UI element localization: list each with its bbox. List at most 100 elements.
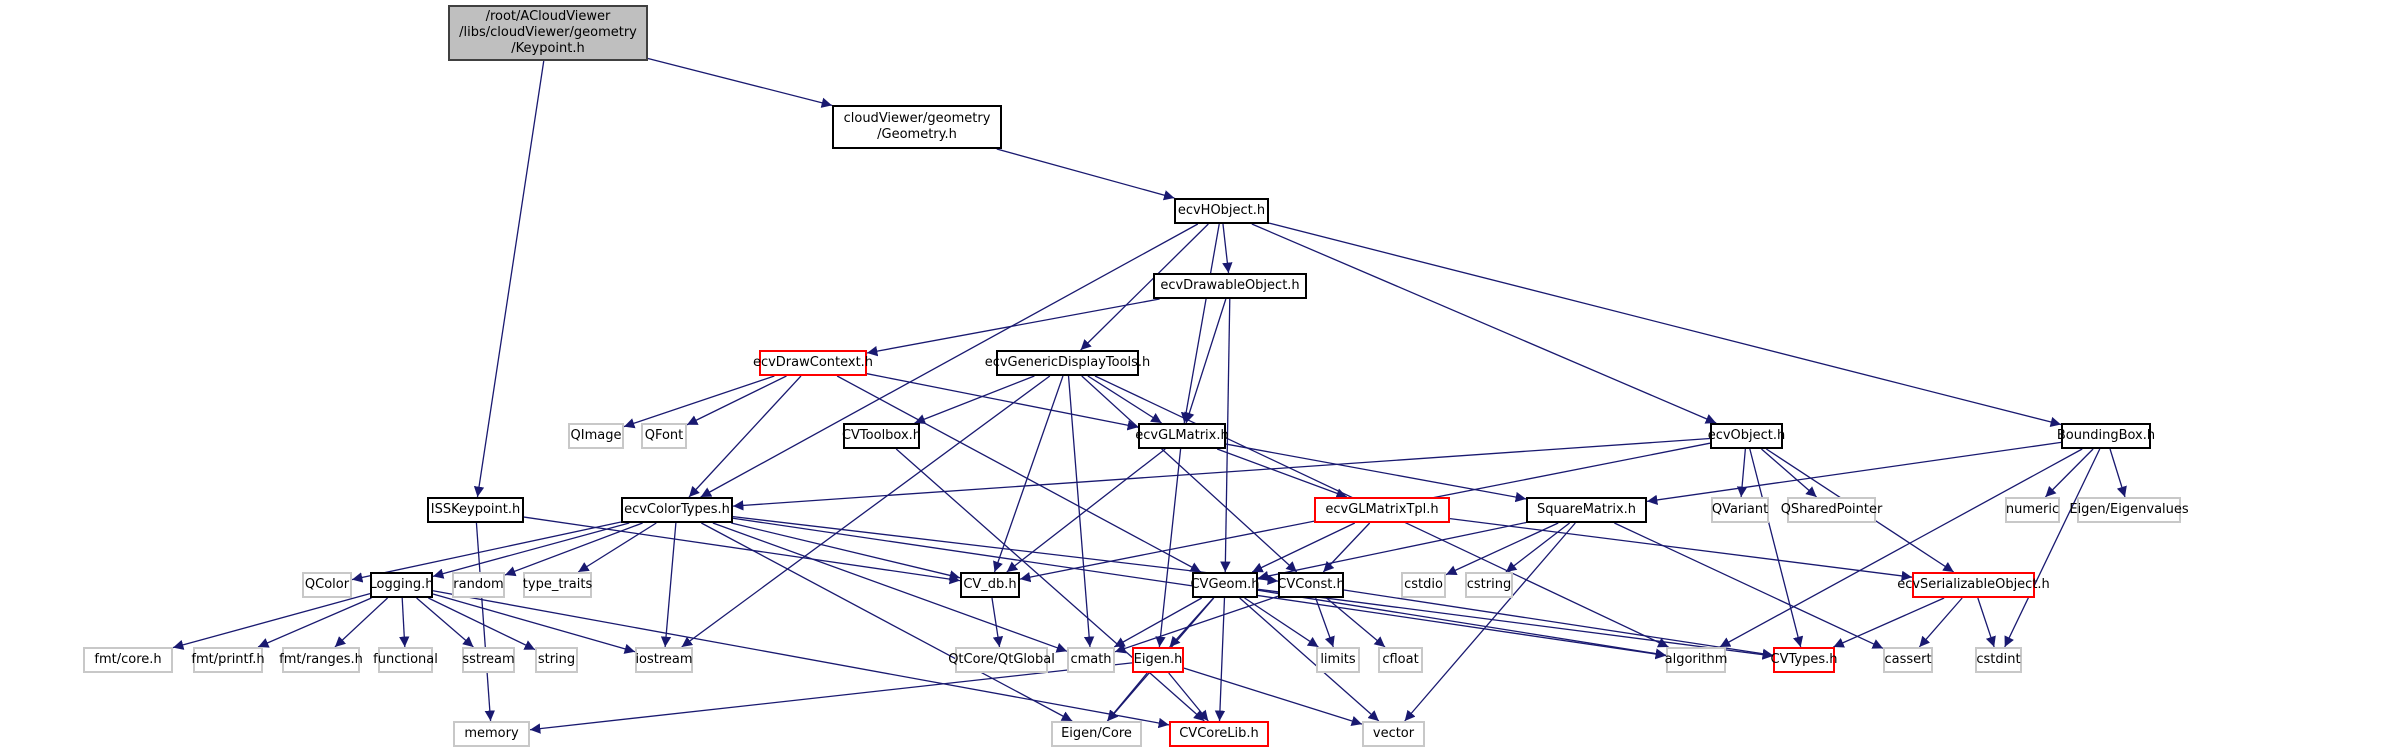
node-qfont[interactable]: QFont bbox=[641, 423, 687, 449]
edge-eigenh-to-cvcorelib bbox=[1168, 672, 1209, 722]
node-qtglobal[interactable]: QtCore/QtGlobal bbox=[948, 647, 1055, 673]
edge-logging-to-functional bbox=[399, 597, 410, 648]
node-fmtranges[interactable]: fmt/ranges.h bbox=[279, 647, 363, 673]
node-limits[interactable]: limits bbox=[1316, 647, 1360, 673]
node-ecvglmatrix[interactable]: ecvGLMatrix.h bbox=[1135, 423, 1229, 449]
edge-ecvhobject-to-ecvobject bbox=[1251, 223, 1717, 424]
node-ecvhobject[interactable]: ecvHObject.h bbox=[1174, 198, 1269, 224]
edge-boundingbox-to-eigenvalues bbox=[2109, 448, 2127, 498]
edge-cvconst-to-cmath bbox=[1114, 595, 1279, 654]
edge-squarematrix-to-vector bbox=[1404, 522, 1576, 722]
edge-cvgeom-to-cmath bbox=[1113, 597, 1203, 648]
edge-geometry-to-ecvhobject bbox=[996, 148, 1175, 201]
node-geometry[interactable]: cloudViewer/geometry /Geometry.h bbox=[832, 105, 1002, 149]
node-string[interactable]: string bbox=[535, 647, 578, 673]
edge-ecvhobject-to-ecvdrawable bbox=[1222, 223, 1233, 274]
node-typetraits[interactable]: type_traits bbox=[523, 572, 592, 598]
node-eigenh[interactable]: Eigen.h bbox=[1132, 647, 1184, 673]
edge-cvtoolbox-to-cvcorelib bbox=[895, 448, 1205, 722]
edge-ecvhobject-to-ecvgeneric bbox=[1080, 223, 1209, 351]
node-cvtypes[interactable]: CVTypes.h bbox=[1771, 647, 1838, 673]
node-memory[interactable]: memory bbox=[453, 721, 530, 747]
edge-logging-to-iostream bbox=[432, 593, 636, 654]
node-vector[interactable]: vector bbox=[1362, 721, 1425, 747]
edge-ecvdrawable-to-ecvglmatrix bbox=[1184, 298, 1227, 424]
node-cfloat[interactable]: cfloat bbox=[1378, 647, 1423, 673]
edge-squarematrix-to-cvgeom bbox=[1257, 521, 1527, 582]
node-qcolor[interactable]: QColor bbox=[302, 572, 352, 598]
node-eigencore[interactable]: Eigen/Core bbox=[1051, 721, 1142, 747]
edge-ecvdrawable-to-cvgeom bbox=[1220, 298, 1231, 573]
node-keypoint[interactable]: /root/ACloudViewer /libs/cloudViewer/geo… bbox=[448, 5, 648, 61]
node-cassert[interactable]: cassert bbox=[1883, 647, 1933, 673]
node-qsharedptr[interactable]: QSharedPointer bbox=[1781, 497, 1882, 523]
edge-ecvglmatrix-to-squarematrix bbox=[1225, 443, 1527, 503]
edge-boundingbox-to-numeric bbox=[2044, 448, 2094, 498]
node-cmath[interactable]: cmath bbox=[1067, 647, 1115, 673]
node-numeric[interactable]: numeric bbox=[2005, 497, 2060, 523]
node-ecvserial[interactable]: ecvSerializableObject.h bbox=[1897, 572, 2050, 598]
node-ecvglmatrixtpl[interactable]: ecvGLMatrixTpl.h bbox=[1314, 497, 1450, 523]
node-fmtcore[interactable]: fmt/core.h bbox=[83, 647, 173, 673]
edge-cvgeom-to-vector bbox=[1239, 597, 1380, 722]
edge-ecvcolortypes-to-iostream bbox=[660, 522, 677, 648]
edge-cvconst-to-cfloat bbox=[1326, 597, 1386, 648]
edge-ecvobject-to-cvtypes bbox=[1749, 448, 1804, 648]
node-eigenvalues[interactable]: Eigen/Eigenvalues bbox=[2069, 497, 2189, 523]
edge-ecvcolortypes-to-qcolor bbox=[351, 521, 622, 583]
node-cstdint[interactable]: cstdint bbox=[1975, 647, 2022, 673]
edge-ecvserial-to-cassert bbox=[1918, 597, 1963, 648]
edge-ecvhobject-to-ecvglmatrix bbox=[1180, 223, 1220, 424]
node-cvdb[interactable]: CV_db.h bbox=[960, 572, 1020, 598]
node-iostream[interactable]: iostream bbox=[635, 647, 693, 673]
node-ecvdrawable[interactable]: ecvDrawableObject.h bbox=[1153, 273, 1307, 299]
node-ecvdrawctx[interactable]: ecvDrawContext.h bbox=[753, 350, 873, 376]
edge-ecvgeneric-to-iostream bbox=[681, 375, 1051, 648]
edge-isskeypoint-to-memory bbox=[475, 522, 496, 722]
edge-eigenh-to-eigencore bbox=[1106, 672, 1148, 722]
edge-cvgeom-to-limits bbox=[1244, 597, 1319, 648]
node-qimage[interactable]: QImage bbox=[568, 423, 624, 449]
edge-squarematrix-to-cstring bbox=[1505, 522, 1570, 573]
edge-keypoint-to-isskeypoint bbox=[473, 60, 545, 498]
node-sstream[interactable]: sstream bbox=[462, 647, 515, 673]
edge-logging-to-fmtranges bbox=[334, 597, 388, 648]
node-random[interactable]: random bbox=[452, 572, 505, 598]
edge-cvgeom-to-cvtypes bbox=[1257, 588, 1774, 660]
node-algorithm[interactable]: algorithm bbox=[1665, 647, 1727, 673]
edge-ecvdrawctx-to-qfont bbox=[686, 375, 787, 426]
node-cstdio[interactable]: cstdio bbox=[1401, 572, 1446, 598]
edge-ecvhobject-to-ecvcolortypes bbox=[700, 223, 1199, 498]
edge-boundingbox-to-algorithm bbox=[1719, 448, 2083, 648]
edge-boundingbox-to-squarematrix bbox=[1646, 441, 2062, 506]
node-ecvcolortypes[interactable]: ecvColorTypes.h bbox=[621, 497, 733, 523]
node-cvgeom[interactable]: CVGeom.h bbox=[1190, 572, 1260, 598]
node-boundingbox[interactable]: BoundingBox.h bbox=[2057, 423, 2155, 449]
node-qvariant[interactable]: QVariant bbox=[1711, 497, 1769, 523]
node-ecvobject[interactable]: ecvObject.h bbox=[1708, 423, 1785, 449]
edge-cvconst-to-limits bbox=[1315, 597, 1335, 648]
node-functional[interactable]: functional bbox=[373, 647, 438, 673]
edge-ecvobject-to-qsharedptr bbox=[1761, 448, 1817, 498]
edge-ecvglmatrixtpl-to-ecvserial bbox=[1449, 517, 1913, 582]
node-cvcorelib[interactable]: CVCoreLib.h bbox=[1169, 721, 1269, 747]
edge-ecvcolortypes-to-cvconst bbox=[732, 515, 1279, 586]
edge-logging-to-fmtcore bbox=[172, 593, 371, 650]
node-fmtprintf[interactable]: fmt/printf.h bbox=[191, 647, 265, 673]
edge-boundingbox-to-cstdint bbox=[2004, 448, 2101, 648]
edge-cvgeom-to-algorithm bbox=[1257, 589, 1667, 659]
edge-cvconst-to-cvtypes bbox=[1343, 589, 1774, 659]
edge-ecvserial-to-cstdint bbox=[1977, 597, 1996, 648]
edge-ecvhobject-to-boundingbox bbox=[1268, 222, 2062, 428]
edge-ecvdrawable-to-ecvdrawctx bbox=[866, 298, 1160, 357]
node-squarematrix[interactable]: SquareMatrix.h bbox=[1526, 497, 1647, 523]
node-isskeypoint[interactable]: ISSKeypoint.h bbox=[427, 497, 524, 523]
node-cstring[interactable]: cstring bbox=[1465, 572, 1513, 598]
node-ecvgeneric[interactable]: ecvGenericDisplayTools.h bbox=[985, 350, 1150, 376]
edge-ecvdrawctx-to-ecvglmatrix bbox=[866, 373, 1139, 431]
node-cvconst[interactable]: CVConst.h bbox=[1277, 572, 1345, 598]
node-logging[interactable]: Logging.h bbox=[370, 572, 433, 598]
node-cvtoolbox[interactable]: CVToolbox.h bbox=[842, 423, 921, 449]
edge-ecvobject-to-ecvcolortypes bbox=[732, 437, 1711, 511]
edge-logging-to-fmtprintf bbox=[257, 597, 372, 648]
